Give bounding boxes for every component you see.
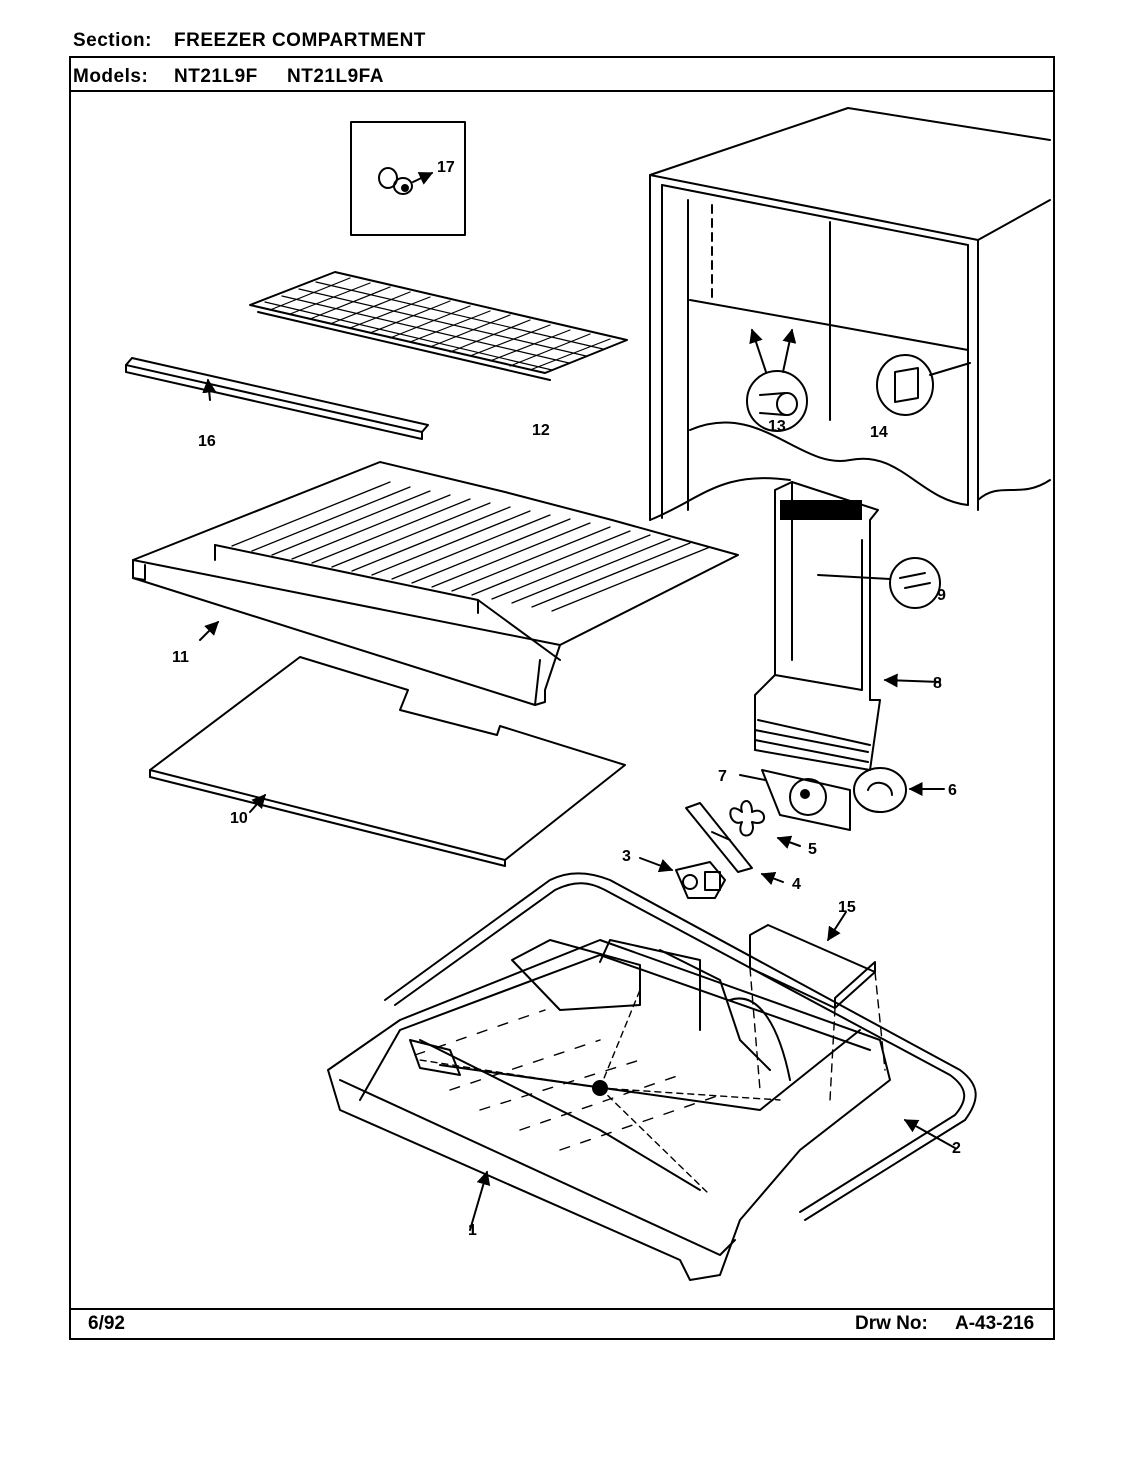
callout-10: 10 [230, 810, 248, 827]
callout-14: 14 [870, 424, 888, 441]
callout-6: 6 [948, 782, 957, 799]
drawing-number-label: Drw No: [855, 1313, 928, 1334]
part-2-gasket [384, 872, 977, 1221]
callout-17: 17 [437, 159, 455, 176]
part-8-duct [754, 481, 941, 771]
drawing-number: A-43-216 [955, 1313, 1035, 1334]
model-number: NT21L9F [174, 66, 258, 87]
models-label: Models: [73, 66, 149, 87]
part-15-cover [749, 911, 886, 1101]
callout-7: 7 [718, 768, 727, 785]
callout-9: 9 [937, 587, 946, 604]
callout-16: 16 [198, 433, 216, 450]
drawing-frame [69, 56, 1055, 1340]
part-17-inset [350, 121, 466, 236]
callout-4: 4 [792, 876, 801, 893]
callout-labels: 1 2 3 4 5 6 7 8 9 10 11 12 13 14 15 16 1… [172, 159, 961, 1239]
footer-date: 6/92 [88, 1313, 125, 1334]
fan-motor-assembly [639, 767, 945, 899]
callout-12: 12 [532, 422, 550, 439]
callout-15: 15 [838, 899, 856, 916]
models-divider [69, 90, 1055, 92]
part-16-shelf-trim [125, 357, 429, 440]
callout-13: 13 [768, 418, 786, 435]
part-1-tray [327, 939, 891, 1281]
callout-2: 2 [952, 1140, 961, 1157]
callout-8: 8 [933, 675, 942, 692]
callout-1: 1 [468, 1222, 477, 1239]
freezer-cabinet [649, 107, 1051, 521]
part-10-panel [149, 656, 626, 867]
section-label: Section: [73, 30, 152, 51]
footer-divider [69, 1308, 1055, 1310]
section-title: FREEZER COMPARTMENT [174, 30, 426, 51]
part-12-wire-shelf [249, 271, 628, 381]
model-number: NT21L9FA [287, 66, 384, 87]
callout-11: 11 [172, 649, 189, 666]
callout-3: 3 [622, 848, 631, 865]
callout-5: 5 [808, 841, 817, 858]
part-11-shelf [132, 461, 739, 706]
